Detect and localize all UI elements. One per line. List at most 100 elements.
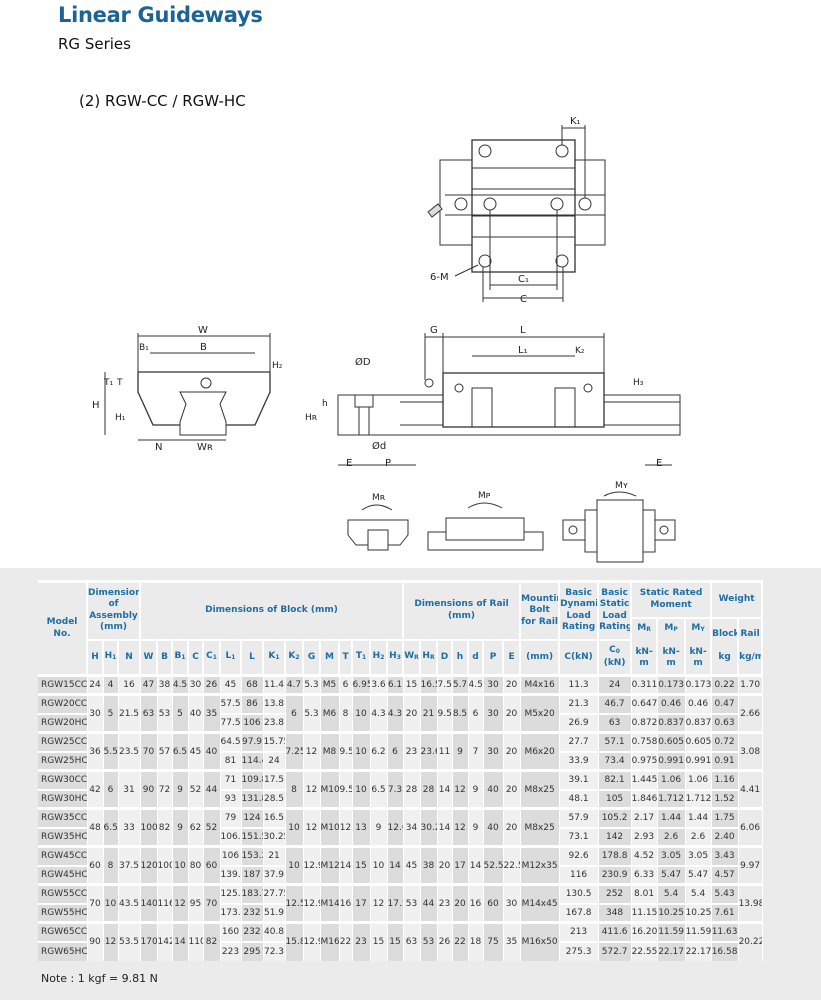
cell-my: 3.05 <box>685 845 712 866</box>
column-header-symbol: (mm) <box>526 651 554 662</box>
moment-label-mp: Mᴘ <box>478 491 491 501</box>
model-number: RGW45CC <box>38 845 88 866</box>
cell-b: 38 <box>157 674 173 695</box>
cell-h: 17 <box>452 845 469 885</box>
cell-hr: 21 <box>420 693 438 733</box>
column-header: WR <box>403 639 422 677</box>
column-header-symbol: B <box>174 651 182 661</box>
cell-l: 114.4 <box>241 750 264 771</box>
specification-table: Model No.Dimensions of Assembly (mm)Dime… <box>38 580 764 961</box>
cell-b: 142 <box>157 921 173 961</box>
cell-h1: 4 <box>103 674 119 695</box>
cell-h3: 4.3 <box>387 693 404 733</box>
cell-h: 24 <box>87 674 104 695</box>
cell-h: 30 <box>87 693 104 733</box>
cell-d: 6 <box>468 693 484 733</box>
cell-my: 5.47 <box>685 864 712 885</box>
cell-my: 1.06 <box>685 769 712 790</box>
column-header-unit: (kN) <box>603 657 626 668</box>
cell-block: 11.63 <box>711 921 739 942</box>
column-header-symbol: K <box>288 651 296 661</box>
cell-h: 42 <box>87 769 104 809</box>
cell-h2: 12 <box>370 883 388 923</box>
cell-n: 33 <box>118 807 141 847</box>
dim-label-p: P <box>385 458 391 469</box>
cell-wr: 20 <box>403 693 421 733</box>
cell-h1: 12 <box>103 921 119 961</box>
cell-b: 57 <box>157 731 173 771</box>
column-header-symbol: M <box>325 651 334 662</box>
cell-hr: 23.6 <box>420 731 438 771</box>
cell-my: 22.17 <box>685 940 712 961</box>
column-header-symbol: M <box>664 622 674 633</box>
table-row: RGW65CC901253.5170142141108216023240.815… <box>38 921 763 961</box>
cell-w: 170 <box>140 921 158 961</box>
cell-my: 0.837 <box>685 712 712 733</box>
cell-h: 70 <box>87 883 104 923</box>
cell-p: 30 <box>483 731 504 771</box>
model-number: RGW45HC <box>38 864 88 885</box>
cell-d: 7.5 <box>437 674 453 695</box>
cell-k2: 4.7 <box>285 674 304 695</box>
cell-c1: 35 <box>203 693 221 733</box>
cell-d: 14 <box>437 807 453 847</box>
cell-wr: 28 <box>403 769 421 809</box>
cell-h: 9 <box>452 731 469 771</box>
cell-block: 0.63 <box>711 712 739 733</box>
cell-my: 11.59 <box>685 921 712 942</box>
column-header-symbol: E <box>508 651 515 662</box>
cell-c0: 230.9 <box>598 864 632 885</box>
cell-b1: 4.5 <box>172 674 189 695</box>
cell-t: 8 <box>339 693 353 733</box>
header-static-load: Basic Static Load Rating <box>598 580 633 641</box>
cell-p: 40 <box>483 769 504 809</box>
table-row: RGW30CC4263190729524471109.817.5812M109.… <box>38 769 763 809</box>
cell-my: 0.173 <box>685 674 712 695</box>
column-header: K1 <box>263 639 287 677</box>
cell-my: 0.46 <box>685 693 712 714</box>
cell-l: 183.7 <box>241 883 264 904</box>
top-view-drawing <box>427 125 606 302</box>
cell-g: 5.3 <box>303 693 321 733</box>
column-header-subscript: 3 <box>396 654 401 661</box>
cell-n: 37.5 <box>118 845 141 885</box>
column-header-symbol: T <box>355 651 362 661</box>
cell-m: M10 <box>320 769 340 809</box>
table-row: RGW25HC81114.42433.973.40.9750.9910.9910… <box>38 750 762 771</box>
cell-h2: 6.5 <box>370 769 388 809</box>
cell-l: 131.8 <box>241 788 264 809</box>
cell-ckn: 57.9 <box>559 807 599 828</box>
column-header: C1 <box>203 639 222 677</box>
dim-label-c1: C₁ <box>518 274 529 285</box>
cell-mp: 5.4 <box>657 883 686 904</box>
column-header: B1 <box>172 639 190 677</box>
cell-ckn: 167.8 <box>559 902 599 923</box>
cell-t1: 13 <box>352 807 371 847</box>
cell-mr: 0.975 <box>631 750 658 771</box>
model-number: RGW20CC <box>38 693 88 714</box>
cell-k2: 10 <box>285 807 304 847</box>
column-header-subscript: R <box>414 654 419 661</box>
cell-c0: 252 <box>598 883 632 904</box>
cell-b: 72 <box>157 769 173 809</box>
cell-b1: 5 <box>172 693 189 733</box>
cell-l: 109.8 <box>241 769 264 790</box>
cell-hr: 53 <box>420 921 438 961</box>
cell-h: 48 <box>87 807 104 847</box>
model-number: RGW55CC <box>38 883 88 904</box>
cell-ckn: 48.1 <box>559 788 599 809</box>
cell-l1: 57.5 <box>220 693 242 714</box>
cell-d: 9 <box>468 807 484 847</box>
cell-c: 30 <box>188 674 204 695</box>
dim-label-h: H <box>92 400 100 411</box>
page-title: Linear Guideways <box>58 3 263 27</box>
cell-m: M12 <box>320 845 340 885</box>
model-number: RGW25HC <box>38 750 88 771</box>
column-header-subscript: 1 <box>112 654 117 661</box>
cell-ckn: 26.9 <box>559 712 599 733</box>
cell-ckn: 213 <box>559 921 599 942</box>
cell-ckn: 33.9 <box>559 750 599 771</box>
cell-c0: 105.2 <box>598 807 632 828</box>
column-header-symbol: G <box>307 651 316 662</box>
